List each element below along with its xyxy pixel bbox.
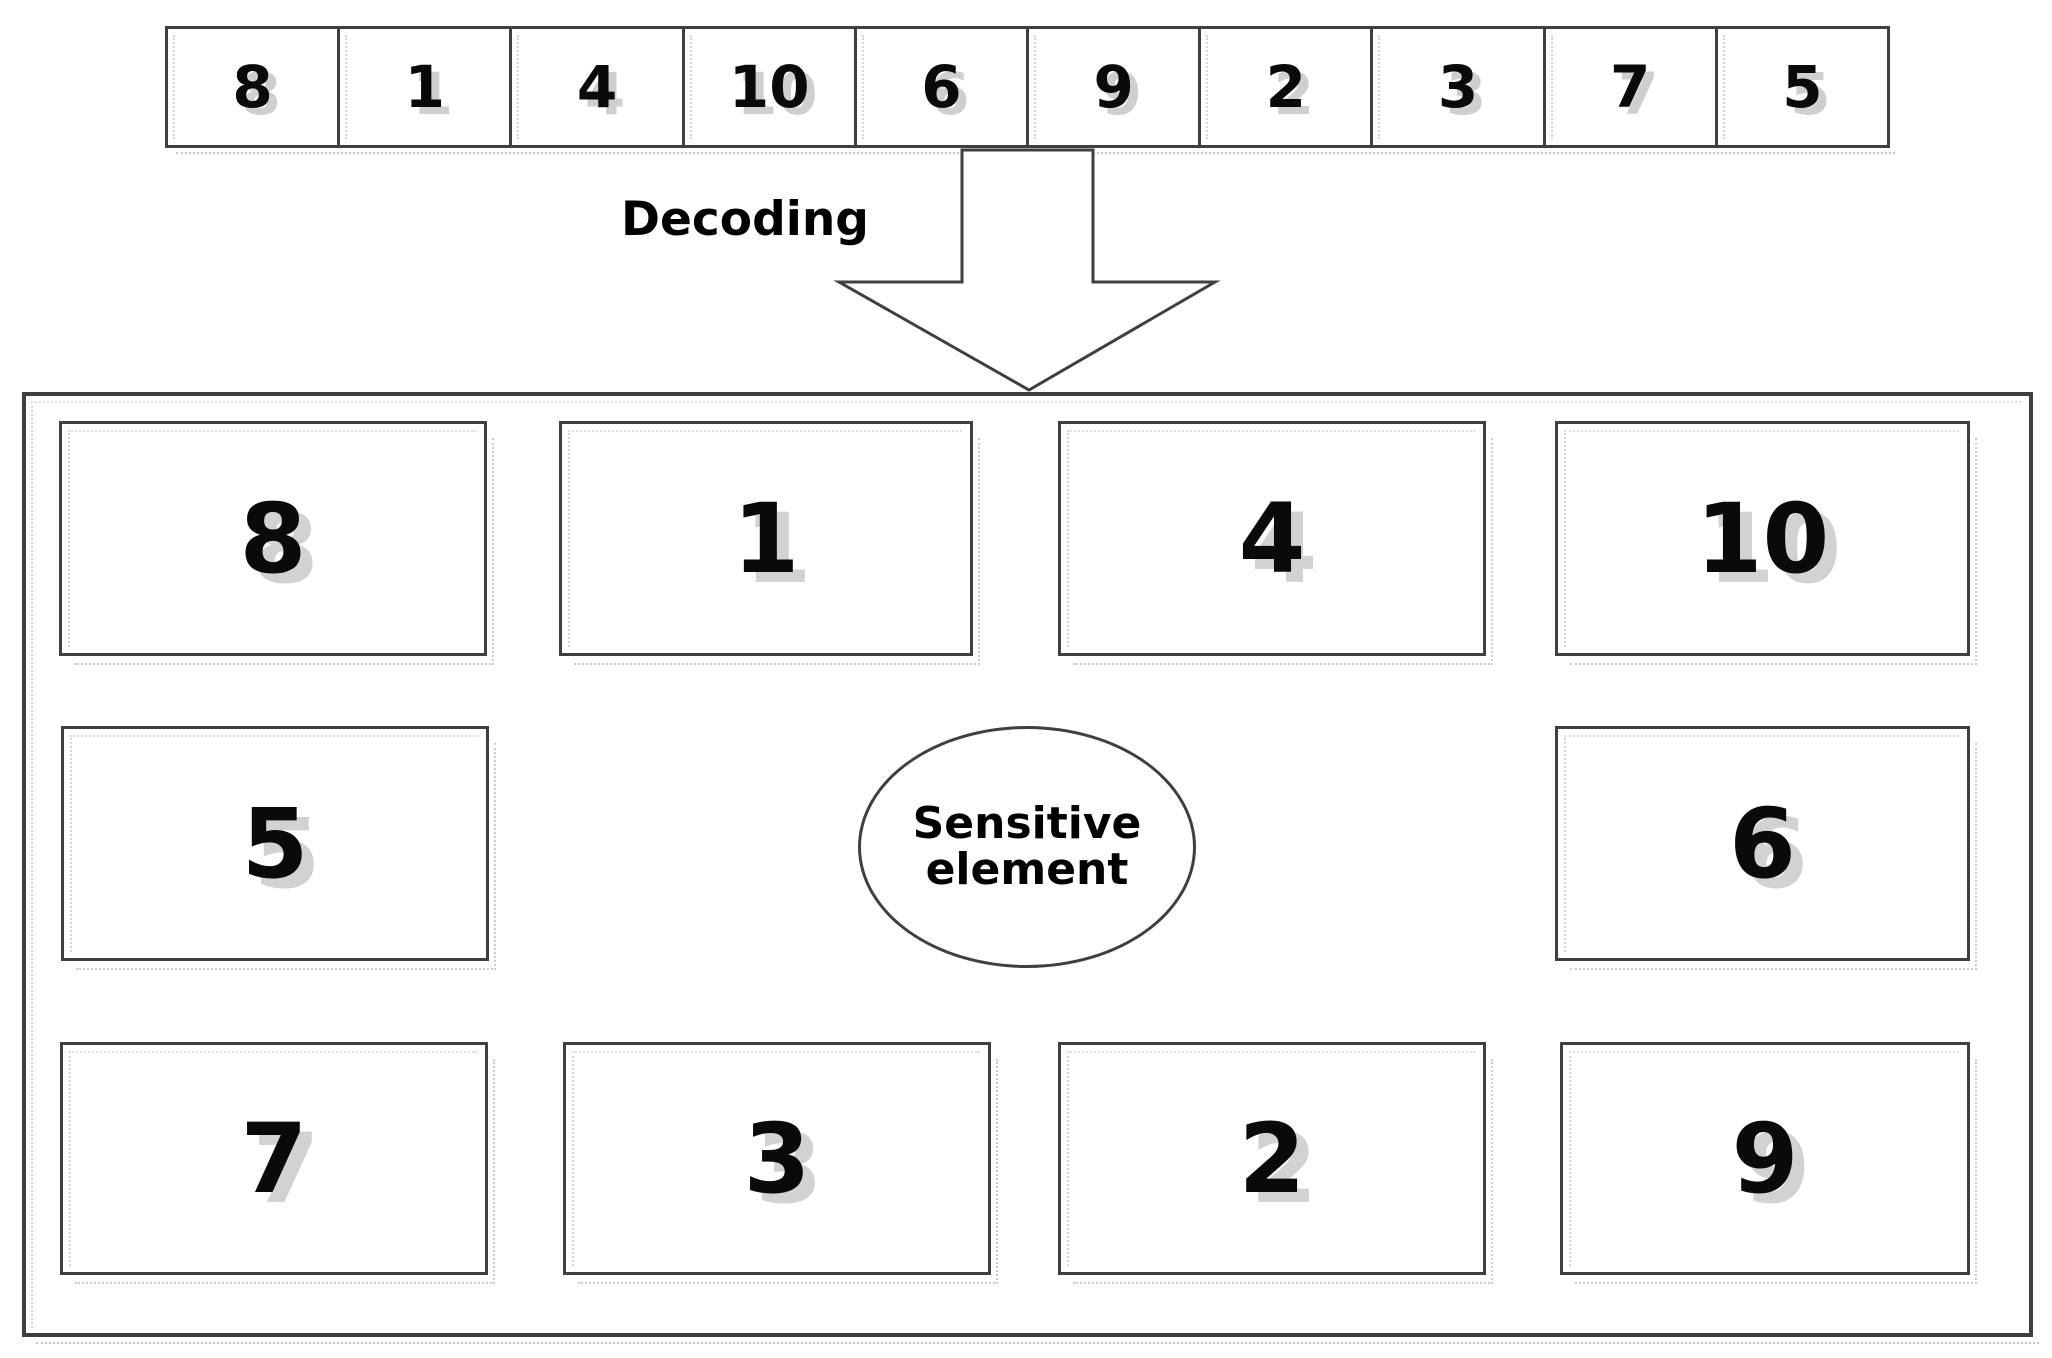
encoded-sequence-strip: 8 1 4 10 6 9 2 3 7 5 [165, 26, 1895, 154]
decoded-cell: 1 [559, 421, 980, 665]
strip-cell: 8 [168, 29, 337, 145]
decoded-cell: 2 [1058, 1042, 1493, 1284]
decoded-cell: 4 [1058, 421, 1493, 665]
strip-cell: 9 [1026, 29, 1198, 145]
strip-cell: 2 [1198, 29, 1370, 145]
strip-cell: 5 [1714, 29, 1887, 145]
decoded-cell: 5 [61, 726, 496, 970]
decoded-cell: 10 [1555, 421, 1977, 665]
sensitive-element-ellipse: Sensitive element [858, 726, 1196, 968]
strip-cell: 10 [681, 29, 854, 145]
decoded-cell: 9 [1560, 1042, 1977, 1284]
strip-cell: 6 [853, 29, 1026, 145]
decoded-cell: 6 [1555, 726, 1977, 970]
strip-cell: 3 [1370, 29, 1542, 145]
strip-cell: 7 [1542, 29, 1715, 145]
decoded-cell: 3 [563, 1042, 998, 1284]
sensitive-element-label-line2: element [925, 844, 1129, 895]
decoded-cell: 8 [59, 421, 494, 665]
strip-cell: 1 [337, 29, 509, 145]
sensitive-element-label-line1: Sensitive [912, 797, 1142, 849]
decoded-cell: 7 [60, 1042, 495, 1284]
strip-cell: 4 [509, 29, 681, 145]
decoding-label: Decoding [621, 192, 869, 247]
